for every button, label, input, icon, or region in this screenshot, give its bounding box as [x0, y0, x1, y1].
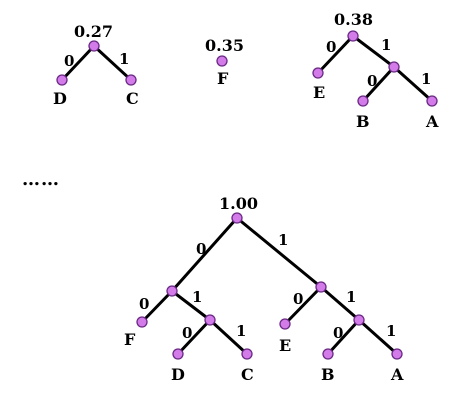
- edge: [208, 318, 249, 356]
- internal-node: [353, 314, 365, 326]
- internal-node: [204, 314, 216, 326]
- leaf-node: [56, 74, 68, 86]
- edge: [170, 216, 239, 293]
- branch-label-1: 1: [346, 288, 356, 306]
- leaf-label: A: [390, 365, 404, 384]
- leaf-node: [357, 95, 369, 107]
- branch-label-1: 1: [421, 70, 431, 88]
- leaf-label: E: [313, 83, 325, 102]
- edge: [319, 285, 361, 322]
- leaf-label: D: [53, 89, 67, 108]
- root-weight: 0.35: [205, 36, 244, 55]
- leaf-node: [241, 348, 253, 360]
- leaf-node: [426, 95, 438, 107]
- leaf-label: F: [124, 330, 136, 349]
- edge: [170, 289, 212, 322]
- leaf-node: [216, 55, 228, 67]
- final-tree: 1.00 0 1 0 1 0 1 0 1 0 1 F D C E B A: [124, 194, 404, 384]
- branch-label-0: 0: [64, 52, 74, 70]
- internal-node: [166, 285, 178, 297]
- leaf-label: C: [126, 89, 139, 108]
- leaf-node: [125, 74, 137, 86]
- root-node: [347, 30, 359, 42]
- leaf-node: [172, 348, 184, 360]
- leaf-label: D: [171, 365, 185, 384]
- leaf-label: F: [217, 69, 229, 88]
- branch-label-1: 1: [192, 288, 202, 306]
- root-node: [88, 40, 100, 52]
- edge: [235, 216, 323, 289]
- tree-1: 0.27 0 1 D C: [53, 22, 139, 108]
- edge: [326, 318, 361, 356]
- leaf-label: C: [241, 365, 254, 384]
- branch-label-0: 0: [326, 38, 336, 56]
- leaf-label: E: [279, 336, 291, 355]
- branch-label-1: 1: [119, 50, 129, 68]
- branch-label-0: 0: [293, 290, 303, 308]
- internal-node: [388, 61, 400, 73]
- branch-label-0: 0: [139, 295, 149, 313]
- branch-label-0: 0: [196, 240, 206, 258]
- edge: [283, 285, 323, 326]
- leaf-node: [322, 348, 334, 360]
- ellipsis: ……: [22, 169, 60, 190]
- leaf-label: B: [356, 112, 370, 131]
- leaf-node: [136, 316, 148, 328]
- edge: [176, 318, 212, 356]
- branch-label-0: 0: [367, 72, 377, 90]
- branch-label-1: 1: [278, 231, 288, 249]
- branch-label-0: 0: [333, 324, 343, 342]
- root-weight: 1.00: [219, 194, 258, 213]
- edge: [92, 44, 133, 82]
- leaf-label: B: [321, 365, 335, 384]
- leaf-node: [279, 318, 291, 330]
- leaf-node: [391, 348, 403, 360]
- edge: [357, 318, 399, 356]
- root-weight: 0.27: [74, 22, 113, 41]
- internal-node: [315, 281, 327, 293]
- leaf-label: A: [425, 112, 439, 131]
- tree-3: 0.38 0 1 0 1 E B A: [312, 10, 439, 131]
- leaf-node: [312, 67, 324, 79]
- branch-label-1: 1: [381, 36, 391, 54]
- edge: [316, 34, 355, 75]
- root-node: [231, 212, 243, 224]
- tree-2: 0.35 F: [205, 36, 244, 88]
- edge: [361, 65, 396, 103]
- branch-label-1: 1: [236, 322, 246, 340]
- branch-label-1: 1: [386, 322, 396, 340]
- edge: [392, 65, 434, 103]
- edge: [140, 289, 174, 324]
- edge: [60, 44, 96, 82]
- edge: [351, 34, 396, 69]
- root-weight: 0.38: [334, 10, 373, 29]
- branch-label-0: 0: [182, 324, 192, 342]
